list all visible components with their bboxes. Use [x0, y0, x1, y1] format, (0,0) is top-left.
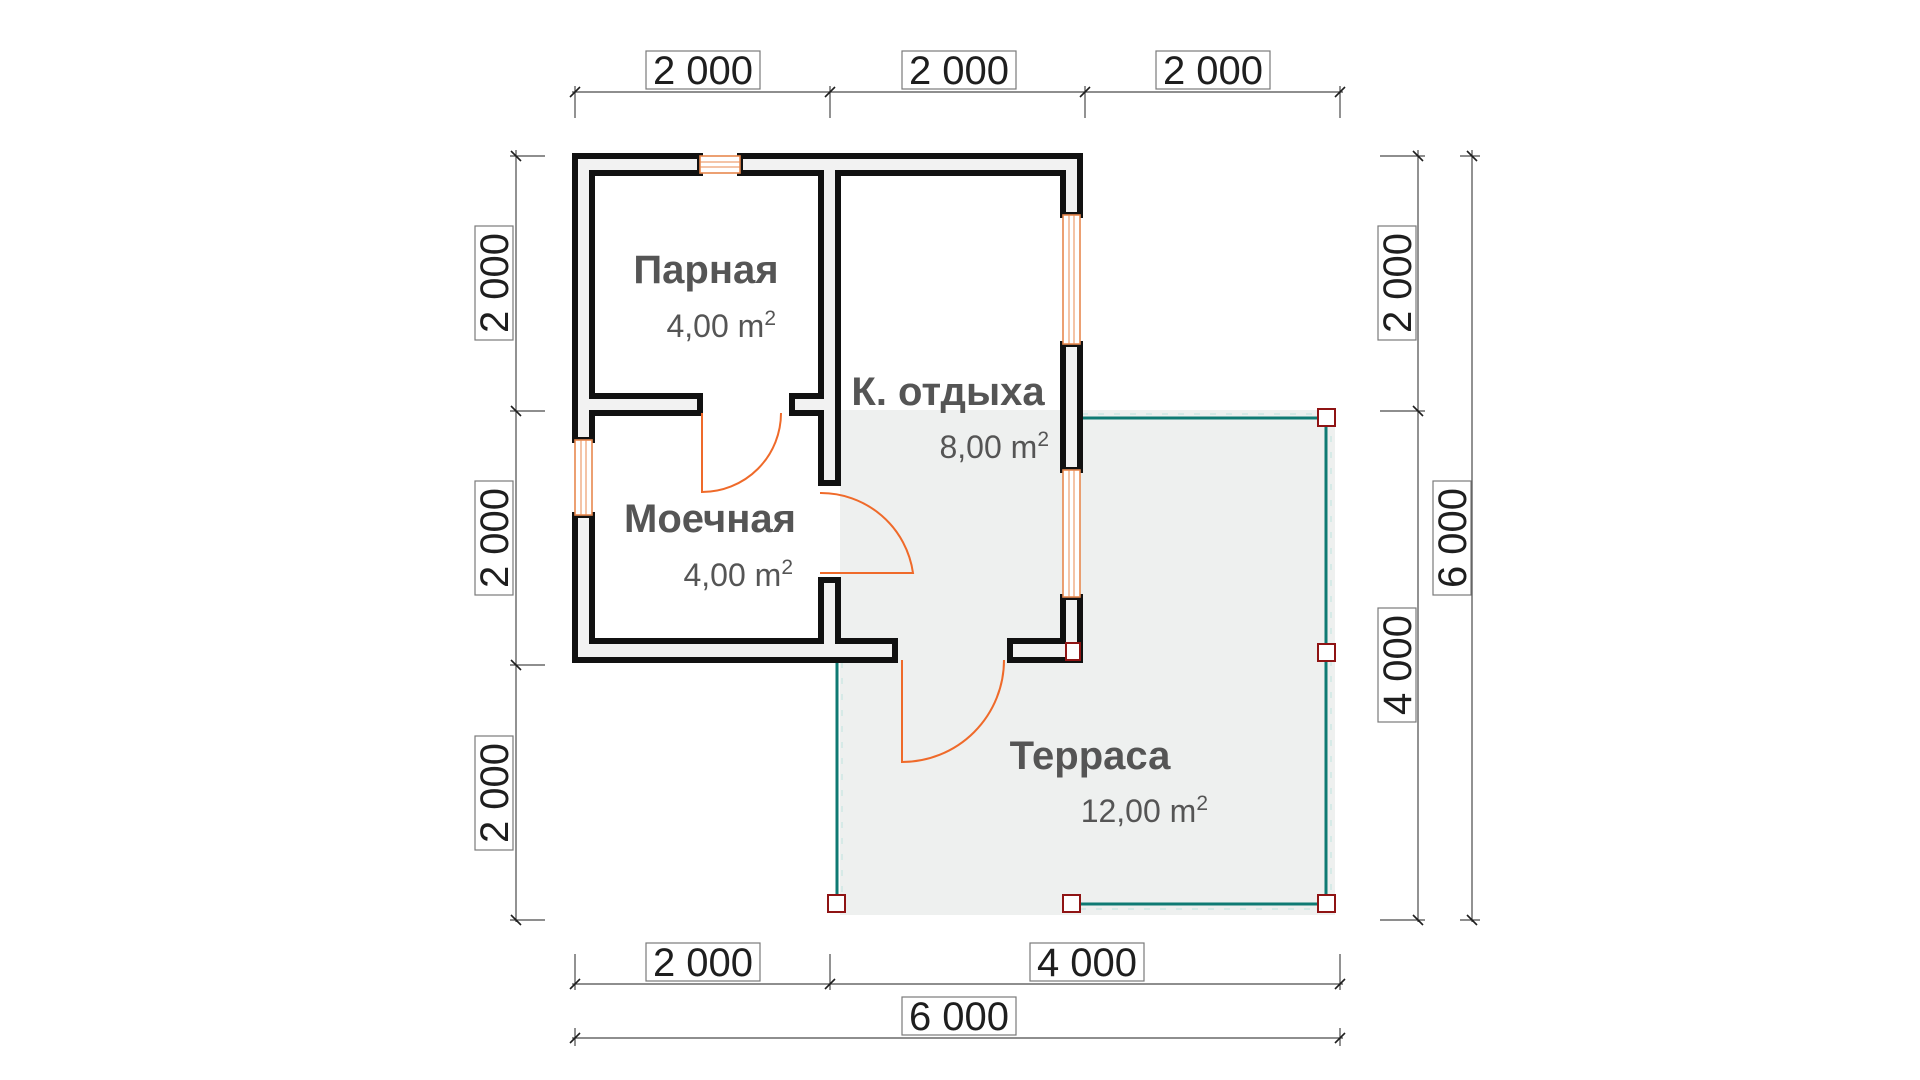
dimension-tick	[1466, 914, 1478, 926]
dimension-label: 2 000	[909, 49, 1009, 93]
room-label-wash: Моечная	[624, 497, 796, 541]
dimension-label-box	[901, 996, 1017, 1036]
dimension-label-box	[901, 50, 1017, 90]
dimension-label-box	[1155, 50, 1271, 90]
terrace-post	[1317, 643, 1336, 662]
terrace-post	[827, 894, 846, 913]
dimension-label-box	[474, 225, 514, 341]
dimension-tick	[510, 405, 522, 417]
dimension-tick	[824, 978, 836, 990]
room-area-steam: 4,00 m2	[666, 307, 776, 344]
corner-post	[1065, 642, 1081, 661]
door-wash-to-rest	[819, 491, 915, 574]
dimension-tick	[1412, 405, 1424, 417]
dimension-tick	[1412, 150, 1424, 162]
window-rest-room-east-upper	[1062, 214, 1081, 345]
dimension-top: 2 000 2 000 2 000	[569, 49, 1346, 118]
room-area-wash: 4,00 m2	[683, 556, 793, 593]
dimension-label: 2 000	[653, 49, 753, 93]
dimension-label-box	[474, 735, 514, 851]
door-steam-room	[701, 412, 782, 494]
dimension-label-box	[1377, 225, 1417, 341]
room-label-terrace: Терраса	[1010, 734, 1172, 778]
dimension-tick	[569, 978, 581, 990]
wall-left-upper	[572, 153, 703, 443]
dimension-label: 4 000	[1037, 941, 1137, 985]
dimension-tick	[510, 150, 522, 162]
room-labels: Парная 4,00 m2 К. отдыха 8,00 m2 Моечная…	[624, 248, 1208, 829]
dimension-label: 2 000	[473, 743, 517, 843]
dimension-label: 2 000	[473, 488, 517, 588]
room-area-terrace: 12,00 m2	[1081, 792, 1208, 829]
dimension-right: 2 000 4 000 6 000	[1376, 150, 1480, 926]
dimension-tick	[1079, 86, 1091, 98]
window-wash-room-west	[574, 439, 593, 516]
dimension-bottom: 2 000 4 000 6 000	[569, 941, 1346, 1046]
dimension-tick	[510, 914, 522, 926]
dimension-tick	[824, 86, 836, 98]
dimension-label-box	[645, 942, 761, 982]
terrace-post	[1062, 894, 1081, 913]
terrace-floor-front	[840, 660, 1080, 915]
room-label-steam: Парная	[633, 248, 778, 292]
dimension-label-box	[645, 50, 761, 90]
dimension-label-box	[474, 480, 514, 596]
dimension-tick	[569, 1032, 581, 1044]
dimension-tick	[569, 86, 581, 98]
room-area-rest: 8,00 m2	[939, 428, 1049, 465]
wall-left-lower	[572, 512, 898, 663]
door-entrance	[901, 659, 1005, 764]
dimension-tick	[1412, 914, 1424, 926]
terrace-post	[1317, 408, 1336, 427]
dimension-tick	[1466, 150, 1478, 162]
dimension-label: 2 000	[653, 941, 753, 985]
terrace-area	[827, 408, 1336, 915]
dimension-tick	[1334, 1032, 1346, 1044]
dimension-left: 2 000 2 000 2 000	[473, 150, 545, 926]
wall-rest-east-middle	[1060, 341, 1083, 473]
room-label-rest: К. отдыха	[851, 370, 1045, 414]
dimension-label-box	[1432, 480, 1472, 596]
dimension-tick	[1334, 86, 1346, 98]
terrace-post	[1317, 894, 1336, 913]
dimension-label: 2 000	[1163, 49, 1263, 93]
dimension-label: 6 000	[1431, 488, 1475, 588]
dimension-tick	[1334, 978, 1346, 990]
dimension-label-box	[1029, 942, 1145, 982]
doors	[701, 412, 1005, 764]
dimension-label: 4 000	[1376, 615, 1420, 715]
dimension-label: 2 000	[1376, 233, 1420, 333]
dimension-tick	[510, 659, 522, 671]
dimension-label-box	[1377, 607, 1417, 723]
window-steam-room-top	[699, 155, 741, 174]
window-rest-room-east-lower	[1062, 469, 1081, 598]
dimension-label: 2 000	[473, 233, 517, 333]
windows	[574, 155, 1081, 661]
dimension-label: 6 000	[909, 995, 1009, 1039]
